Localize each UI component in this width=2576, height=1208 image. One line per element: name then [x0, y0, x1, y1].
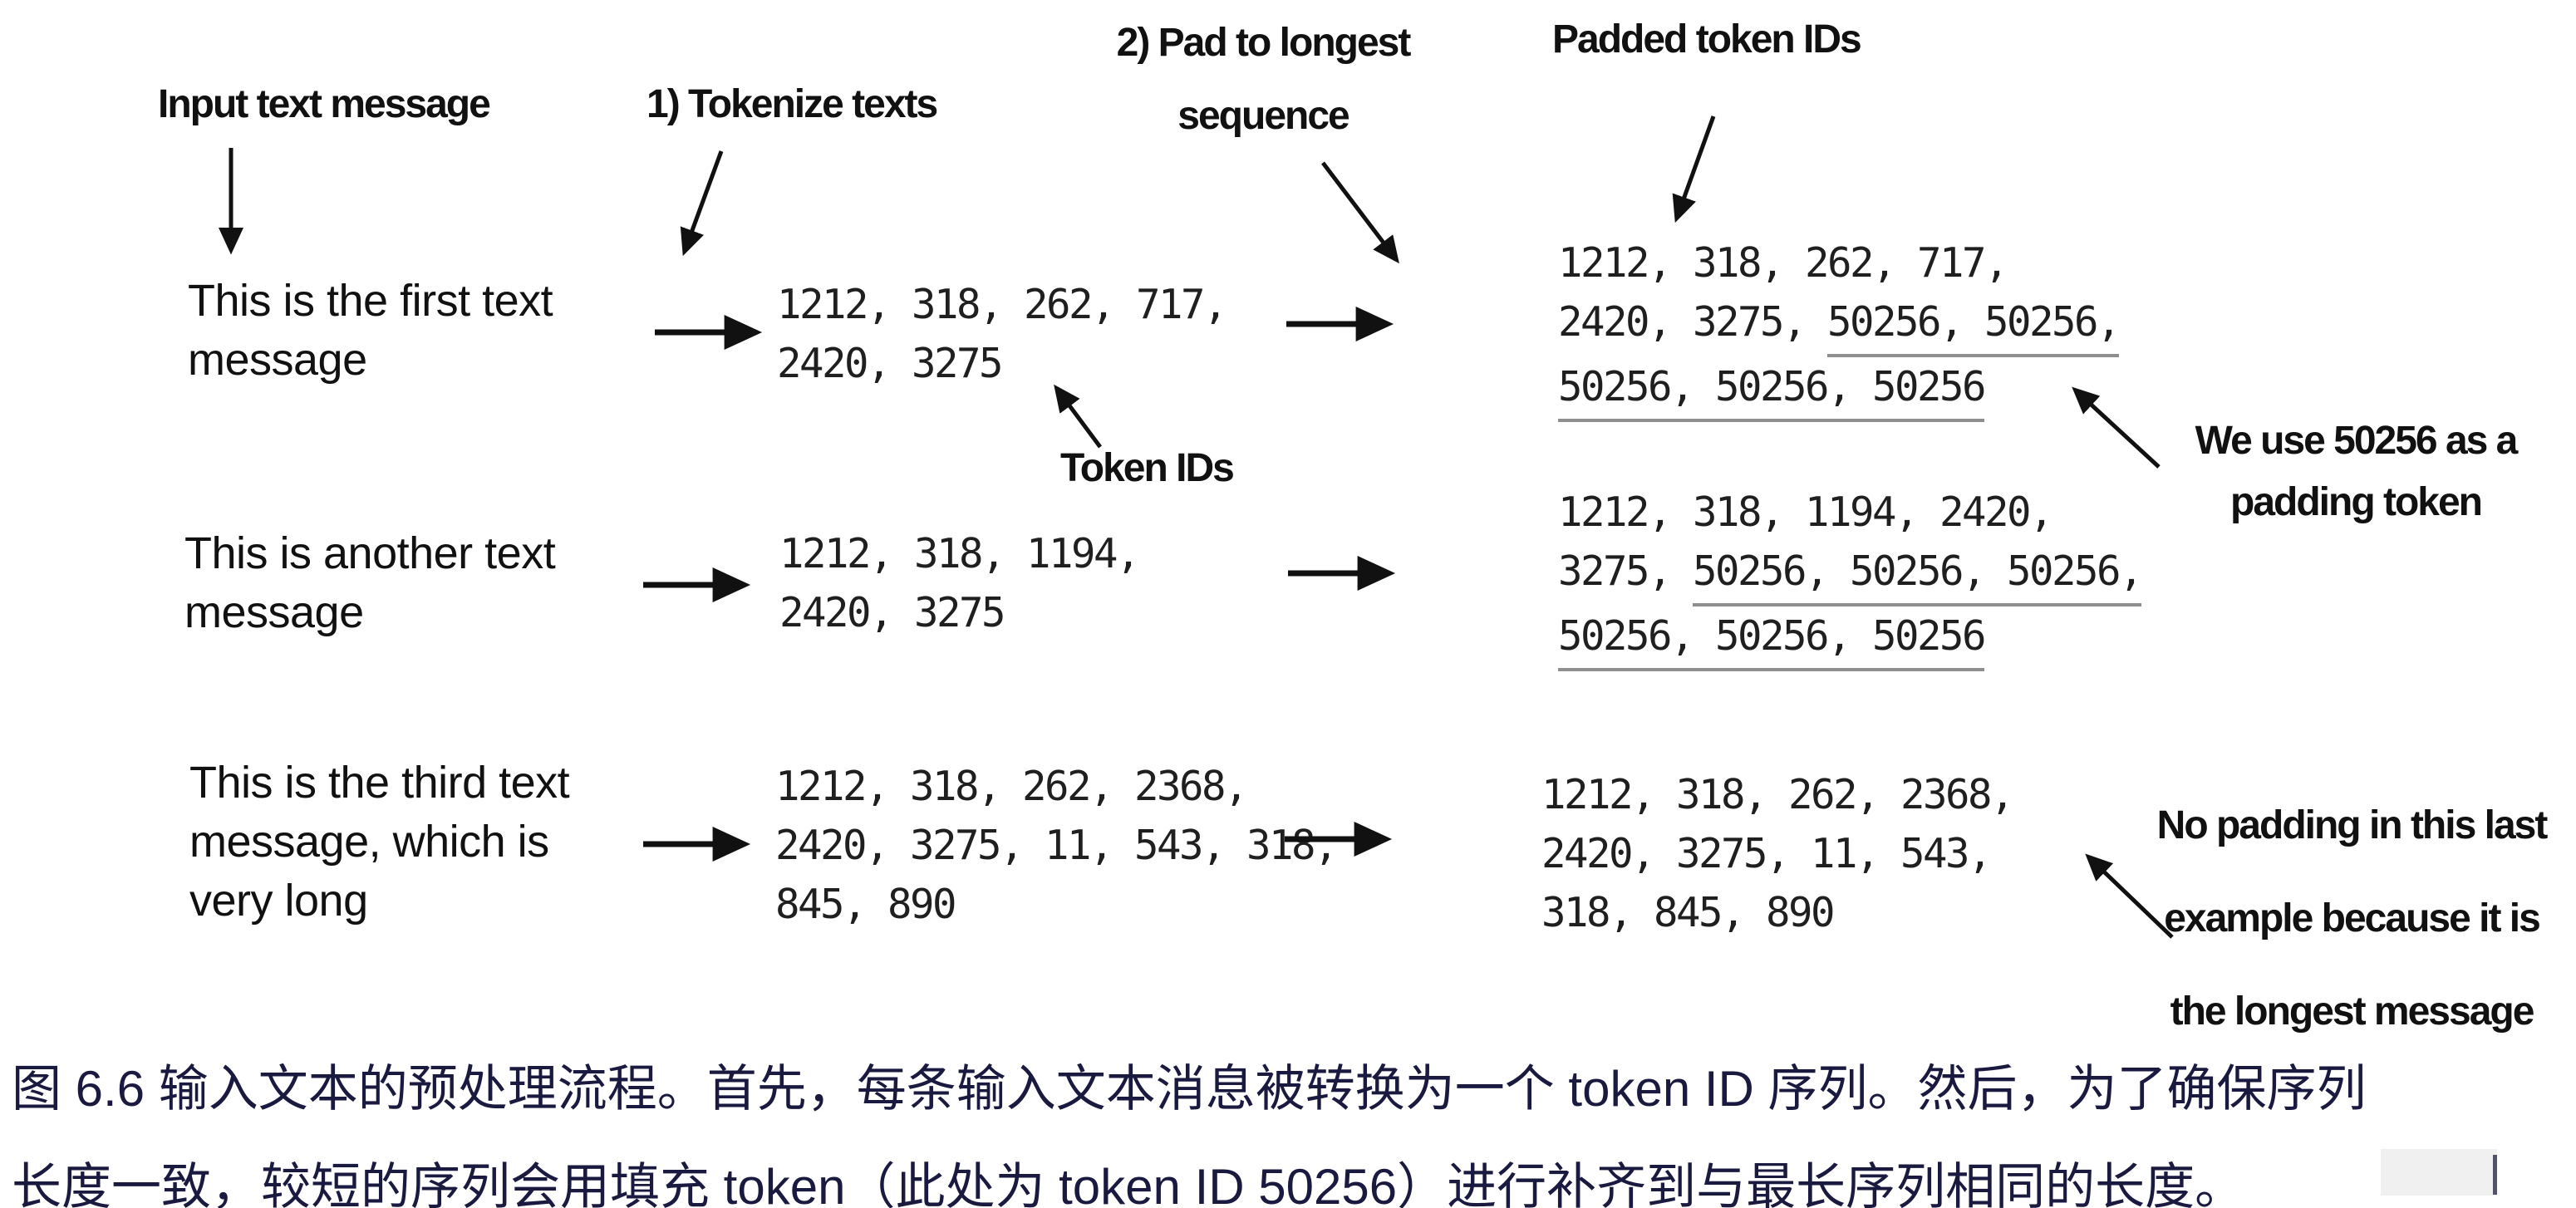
input-message-2-line2: message: [184, 587, 364, 637]
annotation-no-padding: No padding in this last example because …: [2127, 779, 2576, 1058]
input-message-1-line2: message: [188, 335, 367, 385]
header-padded-token-ids: Padded token IDs: [1552, 17, 1862, 61]
padding-underline: 50256, 50256, 50256: [1558, 357, 1987, 422]
padded-3-line1: 1212, 318, 262, 2368,: [1541, 771, 2015, 818]
annotation-no-padding-line2: example because it is: [2164, 896, 2541, 940]
padded-2-line2: 3275, 50256, 50256, 50256,: [1558, 542, 2144, 606]
annotation-no-padding-line1: No padding in this last: [2156, 803, 2549, 847]
input-message-2-line1: This is another text: [184, 528, 556, 578]
padded-1-line1: 1212, 318, 262, 717,: [1558, 239, 2009, 287]
token-ids-1-line2: 2420, 3275: [777, 340, 1004, 387]
header-input-text-message: Input text message: [158, 82, 491, 126]
figure-caption-line2: 长度一致，较短的序列会用填充 token（此处为 token ID 50256）…: [12, 1159, 2245, 1208]
annotation-padding-token: We use 50256 as a padding token: [2144, 410, 2568, 533]
padded-3-line3: 318, 845, 890: [1541, 889, 1836, 936]
input-message-3-line1: This is the third text: [189, 758, 570, 808]
arrow-tokenize-label: [680, 150, 724, 257]
arrow-padded-label: [1672, 115, 1716, 223]
annotation-padding-token-line1: We use 50256 as a: [2195, 419, 2519, 463]
annotation-padding-token-line2: padding token: [2230, 480, 2483, 524]
header-pad-line1: 2) Pad to longest: [1116, 21, 1412, 65]
annotation-token-ids: Token IDs: [1060, 446, 1235, 490]
header-pad-line2: sequence: [1177, 94, 1349, 138]
padding-underline: 50256, 50256,: [1827, 292, 2121, 357]
input-message-2: This is another text message: [184, 524, 556, 642]
padded-2-line1: 1212, 318, 1194, 2420,: [1558, 489, 2054, 536]
input-message-1-line1: This is the first text: [188, 276, 553, 326]
padding-underline: 50256, 50256, 50256,: [1693, 542, 2144, 606]
padded-token-ids-1: 1212, 318, 262, 717, 2420, 3275, 50256, …: [1558, 233, 2121, 422]
token-ids-1: 1212, 318, 262, 717, 2420, 3275: [777, 275, 1228, 393]
input-message-3-line2: message, which is: [189, 817, 549, 867]
figure-caption-line1: 图 6.6 输入文本的预处理流程。首先，每条输入文本消息被转换为一个 token…: [12, 1061, 2367, 1117]
cursor-artifact: [2493, 1155, 2497, 1195]
header-pad-to-longest: 2) Pad to longest sequence: [1072, 7, 1454, 153]
token-ids-3-line2: 2420, 3275, 11, 543, 318,: [775, 822, 1339, 869]
token-ids-1-line1: 1212, 318, 262, 717,: [777, 281, 1228, 328]
token-ids-2-line2: 2420, 3275: [779, 589, 1006, 636]
input-message-1: This is the first text message: [188, 272, 553, 390]
padded-2-line3: 50256, 50256, 50256: [1558, 606, 2141, 671]
token-ids-3-line3: 845, 890: [775, 881, 957, 928]
input-message-3: This is the third text message, which is…: [189, 754, 570, 931]
arrow-token-ids-annotation: [1054, 384, 1103, 449]
token-ids-3-line1: 1212, 318, 262, 2368,: [775, 763, 1249, 810]
padded-token-ids-2: 1212, 318, 1194, 2420, 3275, 50256, 5025…: [1558, 483, 2144, 671]
figure-caption: 图 6.6 输入文本的预处理流程。首先，每条输入文本消息被转换为一个 token…: [12, 1040, 2571, 1208]
padding-underline: 50256, 50256, 50256: [1558, 606, 1987, 671]
padded-1-line3: 50256, 50256, 50256: [1558, 357, 2119, 422]
header-tokenize-texts: 1) Tokenize texts: [646, 82, 938, 126]
padded-1-line2: 2420, 3275, 50256, 50256,: [1558, 292, 2121, 357]
arrow-pad-label: [1321, 161, 1399, 264]
token-ids-2-line1: 1212, 318, 1194,: [779, 530, 1141, 577]
token-ids-3: 1212, 318, 262, 2368, 2420, 3275, 11, 54…: [775, 757, 1339, 934]
token-ids-2: 1212, 318, 1194, 2420, 3275: [779, 524, 1141, 642]
input-message-3-line3: very long: [189, 876, 368, 926]
padded-token-ids-3: 1212, 318, 262, 2368, 2420, 3275, 11, 54…: [1541, 765, 2015, 942]
highlight-artifact: [2381, 1149, 2497, 1196]
annotation-no-padding-line3: the longest message: [2170, 989, 2535, 1034]
padded-3-line2: 2420, 3275, 11, 543,: [1541, 830, 1993, 877]
